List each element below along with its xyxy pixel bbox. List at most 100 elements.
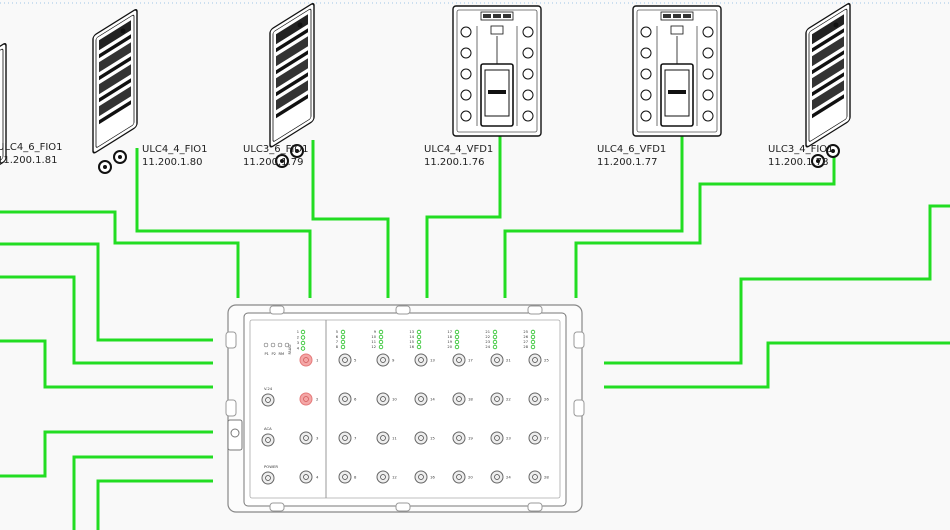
device-ulc4_6_fio1-drawing[interactable] bbox=[0, 41, 7, 208]
wire-3 bbox=[311, 140, 390, 298]
switch-port[interactable] bbox=[299, 392, 313, 406]
port-led bbox=[416, 334, 422, 340]
led-number: 25 bbox=[523, 330, 528, 334]
device-ulc4_4_fio1-drawing[interactable] bbox=[92, 7, 138, 174]
switch-port[interactable] bbox=[490, 431, 504, 445]
device-ip: 11.200.1.78 bbox=[768, 157, 829, 168]
switch-port[interactable] bbox=[528, 353, 542, 367]
port-led bbox=[454, 339, 460, 345]
switch-port[interactable] bbox=[338, 353, 352, 367]
port-led bbox=[530, 334, 536, 340]
led-number: 11 bbox=[371, 340, 376, 344]
mount-tab bbox=[269, 305, 285, 315]
led-number: 4 bbox=[297, 347, 300, 351]
switch-port[interactable] bbox=[338, 431, 352, 445]
led-number: 10 bbox=[371, 335, 376, 339]
switch-port[interactable] bbox=[528, 392, 542, 406]
led-number: 7 bbox=[336, 340, 338, 344]
switch-port[interactable] bbox=[376, 470, 390, 484]
led-number: 28 bbox=[523, 345, 528, 349]
switch-port-inner bbox=[418, 435, 424, 441]
switch-port[interactable] bbox=[414, 392, 428, 406]
device-ip: 11.200.1.76 bbox=[424, 157, 485, 168]
wire-4 bbox=[425, 135, 502, 298]
switch-port[interactable] bbox=[299, 470, 313, 484]
led-number: 16 bbox=[409, 345, 414, 349]
device-ulc4_6_vfd1-drawing[interactable] bbox=[632, 5, 722, 137]
switch-port-inner bbox=[532, 396, 538, 402]
switch-port[interactable] bbox=[376, 392, 390, 406]
port-led bbox=[416, 344, 422, 350]
port-number: 16 bbox=[430, 475, 435, 480]
switch-port-inner bbox=[303, 435, 309, 441]
section-connector[interactable] bbox=[261, 471, 275, 485]
wire-9 bbox=[0, 339, 213, 389]
led-number: 18 bbox=[447, 335, 452, 339]
switch-port-inner bbox=[532, 474, 538, 480]
status-label: P1 bbox=[265, 352, 269, 356]
led-number: 2 bbox=[297, 336, 299, 340]
switch-port-inner bbox=[456, 396, 462, 402]
switch-port[interactable] bbox=[414, 470, 428, 484]
section-connector-inner bbox=[265, 437, 271, 443]
port-led bbox=[300, 340, 306, 346]
port-led bbox=[454, 344, 460, 350]
section-connector[interactable] bbox=[261, 393, 275, 407]
switch-port[interactable] bbox=[376, 431, 390, 445]
switch-port[interactable] bbox=[490, 353, 504, 367]
switch-port[interactable] bbox=[414, 431, 428, 445]
switch-port-inner bbox=[342, 357, 348, 363]
device-name: ULC4_4_VFD1 bbox=[424, 144, 494, 155]
port-led bbox=[300, 335, 306, 340]
switch-port-inner bbox=[494, 474, 500, 480]
switch-port[interactable] bbox=[299, 431, 313, 445]
device-ulc4_4_vfd1-drawing[interactable] bbox=[452, 5, 542, 137]
switch-port-inner bbox=[456, 474, 462, 480]
led-number: 27 bbox=[523, 340, 528, 344]
led-number: 15 bbox=[409, 340, 414, 344]
wire-1 bbox=[0, 210, 240, 298]
led-number: 13 bbox=[409, 330, 414, 334]
switch-port[interactable] bbox=[452, 392, 466, 406]
port-led bbox=[530, 339, 536, 345]
wire-2 bbox=[135, 148, 312, 298]
port-led bbox=[454, 329, 460, 335]
switch-port[interactable] bbox=[299, 353, 313, 367]
switch-port[interactable] bbox=[376, 353, 390, 367]
port-number: 19 bbox=[468, 436, 473, 441]
port-number: 3 bbox=[316, 436, 319, 441]
switch-port[interactable] bbox=[338, 470, 352, 484]
switch-port[interactable] bbox=[528, 470, 542, 484]
switch-port[interactable] bbox=[338, 392, 352, 406]
switch-port-inner bbox=[532, 357, 538, 363]
switch-port[interactable] bbox=[414, 353, 428, 367]
port-led bbox=[492, 339, 498, 345]
switch-body bbox=[243, 312, 567, 507]
port-number: 24 bbox=[506, 475, 511, 480]
label-ulc4_4_vfd1: ULC4_4_VFD1 11.200.1.76 bbox=[424, 143, 493, 169]
switch-port-inner bbox=[380, 357, 386, 363]
status-led bbox=[263, 342, 269, 348]
switch-port[interactable] bbox=[452, 431, 466, 445]
status-label: P2 bbox=[272, 352, 276, 356]
mount-tab bbox=[527, 502, 543, 512]
device-ip: 11.200.1.81 bbox=[0, 155, 58, 166]
mount-tab bbox=[225, 331, 237, 349]
port-number: 21 bbox=[506, 358, 511, 363]
switch-port[interactable] bbox=[528, 431, 542, 445]
switch-port[interactable] bbox=[490, 392, 504, 406]
switch-port[interactable] bbox=[490, 470, 504, 484]
switch-port-inner bbox=[303, 357, 309, 363]
switch-port[interactable] bbox=[452, 353, 466, 367]
port-number: 15 bbox=[430, 436, 435, 441]
status-label: RM bbox=[279, 352, 285, 356]
switch-port-inner bbox=[380, 396, 386, 402]
mount-tab bbox=[573, 399, 585, 417]
port-led bbox=[378, 339, 384, 345]
section-connector[interactable] bbox=[261, 433, 275, 447]
wire-5 bbox=[503, 135, 684, 298]
switch-port[interactable] bbox=[452, 470, 466, 484]
